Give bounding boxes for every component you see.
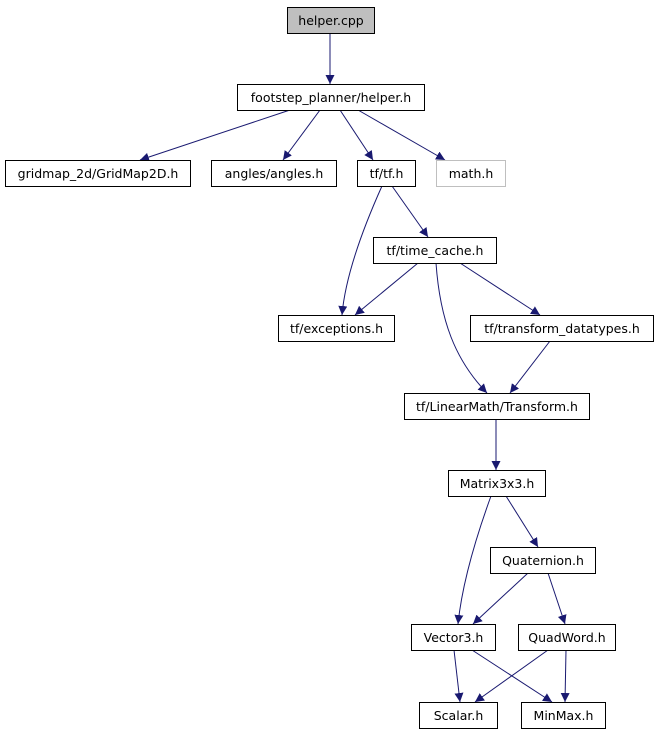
- node-box: [419, 702, 498, 729]
- edge-fp-helper-h-to-angles-h: [282, 109, 321, 161]
- node-tf-h[interactable]: tf/tf.h: [357, 160, 416, 187]
- edge-tf-h-to-exceptions-h: [338, 185, 383, 316]
- node-label: tf/time_cache.h: [387, 243, 484, 258]
- node-box: [518, 624, 616, 651]
- node-helper-cpp[interactable]: helper.cpp: [287, 7, 375, 34]
- edges-layer: [139, 33, 570, 703]
- node-transform-datatypes-h[interactable]: tf/transform_datatypes.h: [470, 315, 654, 342]
- node-box: [404, 393, 590, 420]
- node-label: tf/exceptions.h: [290, 321, 383, 336]
- edge-transform-datatypes-h-to-transform-h: [509, 340, 551, 394]
- node-gridmap-h[interactable]: gridmap_2d/GridMap2D.h: [5, 160, 191, 187]
- node-label: tf/transform_datatypes.h: [484, 321, 640, 336]
- node-label: MinMax.h: [534, 708, 594, 723]
- edge-fp-helper-h-to-gridmap-h: [139, 109, 291, 162]
- edge-time-cache-h-to-exceptions-h: [354, 262, 419, 316]
- node-label: math.h: [449, 166, 494, 181]
- node-label: footstep_planner/helper.h: [251, 90, 411, 105]
- edge-tf-h-to-time-cache-h: [391, 185, 429, 238]
- node-box: [357, 160, 416, 187]
- edge-fp-helper-h-to-math-h: [357, 109, 446, 161]
- node-math-h[interactable]: math.h: [436, 160, 506, 187]
- node-box: [490, 547, 596, 574]
- node-label: Scalar.h: [434, 708, 484, 723]
- edge-time-cache-h-to-transform-datatypes-h: [459, 262, 541, 316]
- node-box: [278, 315, 395, 342]
- node-fp-helper-h[interactable]: footstep_planner/helper.h: [237, 84, 425, 111]
- node-box: [411, 624, 496, 651]
- node-vector3-h[interactable]: Vector3.h: [411, 624, 496, 651]
- node-label: Quaternion.h: [502, 553, 584, 568]
- node-label: angles/angles.h: [225, 166, 324, 181]
- node-minmax-h[interactable]: MinMax.h: [521, 702, 606, 729]
- node-label: helper.cpp: [298, 13, 363, 28]
- edge-fp-helper-h-to-tf-h: [339, 109, 374, 161]
- node-quadword-h[interactable]: QuadWord.h: [518, 624, 616, 651]
- node-matrix3x3-h[interactable]: Matrix3x3.h: [448, 470, 546, 497]
- node-label: QuadWord.h: [528, 630, 605, 645]
- edge-vector3-h-to-scalar-h: [453, 649, 464, 703]
- edge-quadword-h-to-scalar-h: [474, 649, 549, 703]
- node-box: [448, 470, 546, 497]
- node-label: Matrix3x3.h: [460, 476, 535, 491]
- node-box: [470, 315, 654, 342]
- node-exceptions-h[interactable]: tf/exceptions.h: [278, 315, 395, 342]
- node-scalar-h[interactable]: Scalar.h: [419, 702, 498, 729]
- node-label: tf/LinearMath/Transform.h: [416, 399, 578, 414]
- node-angles-h[interactable]: angles/angles.h: [211, 160, 337, 187]
- node-label: gridmap_2d/GridMap2D.h: [18, 166, 179, 181]
- edge-matrix3x3-h-to-vector3-h: [454, 495, 492, 625]
- node-box: [373, 237, 497, 264]
- node-box: [211, 160, 337, 187]
- node-box: [287, 7, 375, 34]
- node-time-cache-h[interactable]: tf/time_cache.h: [373, 237, 497, 264]
- node-quaternion-h[interactable]: Quaternion.h: [490, 547, 596, 574]
- node-label: Vector3.h: [424, 630, 484, 645]
- node-box: [237, 84, 425, 111]
- edge-quadword-h-to-minmax-h: [560, 649, 570, 703]
- edge-time-cache-h-to-transform-h: [435, 262, 488, 394]
- node-box: [521, 702, 606, 729]
- node-box: [5, 160, 191, 187]
- edge-matrix3x3-h-to-quaternion-h: [505, 495, 539, 548]
- node-box: [436, 160, 506, 187]
- edge-quaternion-h-to-quadword-h: [547, 572, 567, 625]
- node-label: tf/tf.h: [370, 166, 404, 181]
- edge-quaternion-h-to-vector3-h: [472, 572, 529, 625]
- nodes-layer: helper.cpp footstep_planner/helper.hgridm…: [5, 7, 654, 729]
- node-transform-h[interactable]: tf/LinearMath/Transform.h: [404, 393, 590, 420]
